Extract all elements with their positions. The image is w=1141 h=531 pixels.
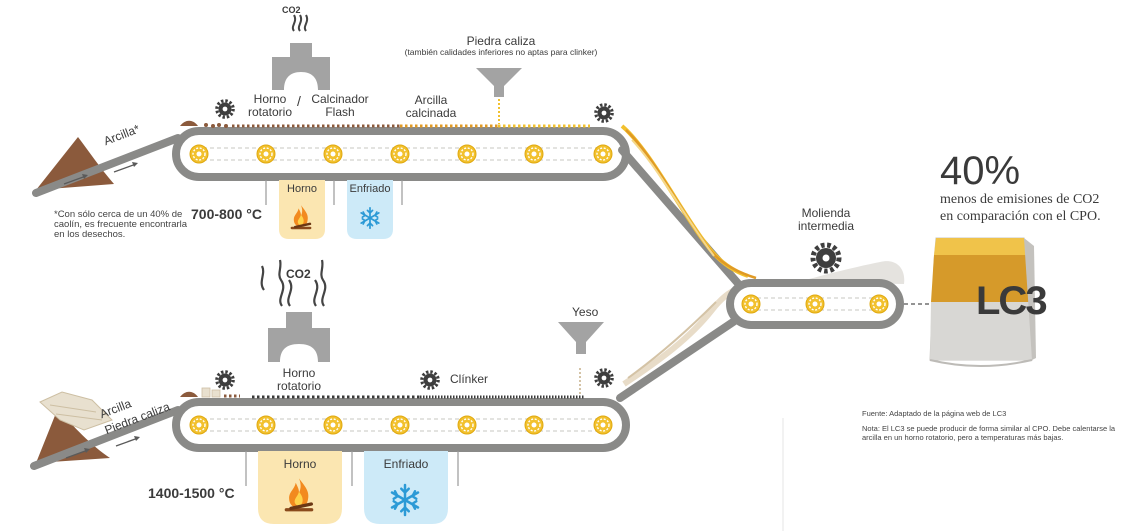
raw-piles-bottom: [36, 391, 113, 463]
result-line-2: en comparación con el CPO.: [940, 209, 1101, 224]
separator-slash: /: [297, 93, 301, 109]
co2-label-top: CO2: [282, 5, 301, 15]
chimney-top: [272, 14, 330, 90]
yeso-label: Yeso: [572, 305, 599, 319]
gear-icon: [215, 99, 235, 119]
source-fuente: Fuente: Adaptado de la página web de LC3: [862, 409, 1007, 418]
diagonal-belt-top: [618, 124, 757, 292]
molienda-intermedia-label: Molienda intermedia: [797, 206, 855, 233]
enfriado-box-bottom: [364, 451, 448, 524]
gear-icon: [594, 103, 614, 123]
result-line-1: menos de emisiones de CO2: [940, 192, 1100, 207]
enfriado-box-label-top: Enfriado: [349, 183, 391, 195]
calcinador-flash-label: Calcinador Flash: [311, 92, 369, 119]
horno-box-label-bottom: Horno: [283, 457, 317, 471]
horno-rotatorio-label-bottom: Horno rotatorio: [276, 366, 322, 393]
piedra-caliza-note: (también calidades inferiores no aptas p…: [404, 47, 598, 57]
enfriado-box-label-bottom: Enfriado: [383, 457, 429, 471]
arcilla-calcinada-label: Arcilla calcinada: [405, 93, 457, 120]
conveyor-belt-molienda: [726, 261, 995, 329]
horno-box-top: [279, 180, 325, 239]
result-percent: 40%: [940, 149, 1021, 193]
incoming-belt-bottom: [30, 406, 182, 470]
enfriado-box-top: [347, 180, 393, 239]
horno-box-bottom: [258, 451, 342, 524]
lc3-bag-icon: [929, 237, 1036, 367]
temperature-bottom: 1400-1500 °C: [148, 485, 235, 501]
piedra-caliza-title: Piedra caliza: [466, 34, 536, 48]
molienda-gear-icon: [810, 242, 842, 274]
footnote-arcilla: *Con sólo cerca de un 40% de caolín, es …: [54, 209, 188, 240]
co2-label-bottom: CO2: [286, 267, 311, 281]
funnel-piedra-caliza: [476, 68, 522, 97]
material-stream-bottom: [180, 368, 584, 399]
horno-box-label-top: Horno: [287, 183, 317, 195]
funnel-yeso: [558, 322, 604, 354]
gear-icon: [215, 370, 235, 390]
clinker-label: Clínker: [450, 372, 489, 386]
horno-rotatorio-label-top: Horno rotatorio: [247, 92, 293, 119]
temperature-top: 700-800 °C: [191, 206, 262, 222]
conveyor-belt-bottom: [172, 398, 630, 452]
diagonal-belt-bottom: [616, 285, 746, 402]
incoming-belt-top: [32, 134, 182, 197]
clay-pile-top: [36, 137, 114, 190]
lc3-bag-label: LC3: [976, 279, 1048, 323]
gear-icon: [594, 368, 614, 388]
clay-stream-top: [180, 95, 590, 128]
chimney-bottom: [260, 259, 330, 362]
gear-icon: [420, 370, 440, 390]
source-nota: Nota: El LC3 se puede producir de forma …: [862, 424, 1116, 442]
conveyor-belt-top: [172, 127, 630, 181]
